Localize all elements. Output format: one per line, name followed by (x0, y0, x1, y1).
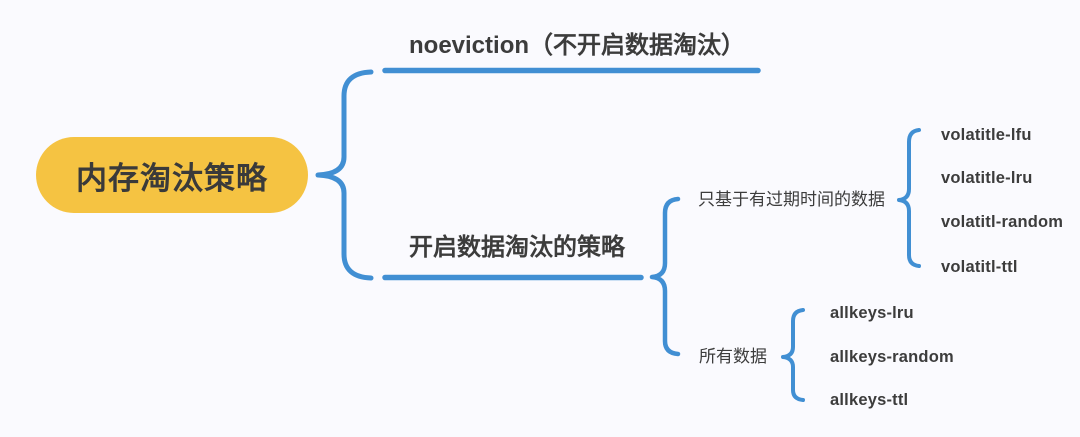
branch-noeviction-label: noeviction（不开启数据淘汰） (409, 32, 746, 59)
sub-1-brace-icon (897, 128, 921, 268)
leaf-allkeys-random: allkeys-random (830, 348, 954, 366)
branch-eviction-enabled-label: 开启数据淘汰的策略 (409, 234, 625, 261)
leaf-volatile-ttl: volatitl-ttl (941, 258, 1018, 276)
root-node: 内存淘汰策略 (36, 137, 308, 213)
sub-2-brace-icon (781, 308, 805, 402)
branch-2-brace-icon (649, 196, 681, 357)
leaf-allkeys-lru: allkeys-lru (830, 304, 914, 322)
leaf-volatile-lfu: volatitle-lfu (941, 126, 1032, 144)
leaf-volatile-random: volatitl-random (941, 213, 1064, 231)
sub-branch-all-data-label: 所有数据 (699, 347, 767, 366)
sub-branch-expired-data-label: 只基于有过期时间的数据 (698, 190, 885, 209)
root-node-label: 内存淘汰策略 (76, 160, 268, 196)
leaf-volatile-lru: volatitle-lru (941, 169, 1033, 187)
root-brace-icon (315, 69, 374, 281)
leaf-allkeys-ttl: allkeys-ttl (830, 391, 909, 409)
